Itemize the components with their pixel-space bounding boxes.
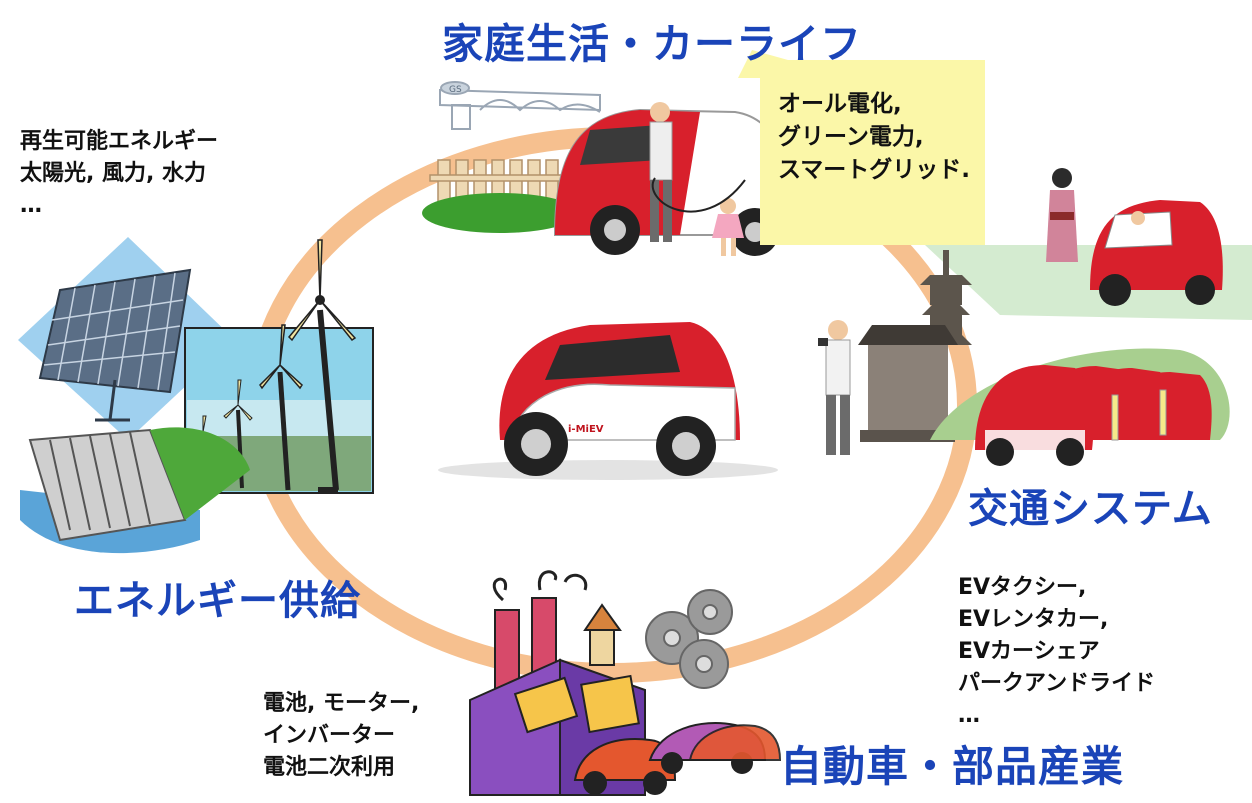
solar-panel-icon [38,268,192,422]
home-life-item: グリーン電力, [778,124,924,150]
ev-fleet [975,365,1212,466]
tourist-man [818,320,851,455]
energy-list: 再生可能エネルギー 太陽光, 風力, 水力 … [20,126,218,222]
girl [712,198,744,256]
hedge [422,193,578,233]
industry-item: インバーター [263,723,396,748]
transport-item: EVカーシェア [958,639,1100,664]
center-ev-car: i-MiEV [438,322,778,480]
note-callout [738,50,985,245]
home-life-item: オール電化, [778,91,902,117]
home-life-title: 家庭生活・カーライフ [442,20,862,68]
energy-item: 太陽光, 風力, 水力 [20,161,207,186]
energy-item: … [20,193,42,218]
transport-system-title: 交通システム [968,486,1213,532]
man-charging [649,102,673,242]
svg-text:i-MiEV: i-MiEV [568,424,604,435]
transport-list: EVタクシー, EVレンタカー, EVカーシェア パークアンドライド … [958,572,1155,732]
industry-item: 電池, モーター, [263,691,420,716]
kimono-woman [1046,168,1078,262]
energy-scene [18,237,374,554]
dam-icon [20,427,250,554]
home-life-item: スマートグリッド. [778,157,971,183]
industry-item: 電池二次利用 [263,755,396,780]
svg-text:GS: GS [449,85,462,95]
wind-farm [184,239,374,494]
gas-station: GS [439,81,601,130]
transport-item: パークアンドライド [958,671,1156,696]
gears-icon [645,589,733,689]
home-scene: GS [422,50,985,256]
industry-scene [469,570,782,796]
cartoon-cars [573,722,782,795]
transport-scene [818,168,1252,466]
energy-item: 再生可能エネルギー [20,129,219,154]
transport-item: … [958,703,980,728]
energy-supply-title: エネルギー供給 [74,578,361,624]
transport-item: EVタクシー, [958,575,1087,600]
industry-list: 電池, モーター, インバーター 電池二次利用 [263,688,419,784]
charging-cable [651,177,746,213]
auto-industry-title: 自動車・部品産業 [780,742,1125,791]
taxi-car [1090,200,1223,306]
transport-item: EVレンタカー, [958,607,1109,632]
home-life-list: オール電化, グリーン電力, スマートグリッド. [778,88,970,187]
